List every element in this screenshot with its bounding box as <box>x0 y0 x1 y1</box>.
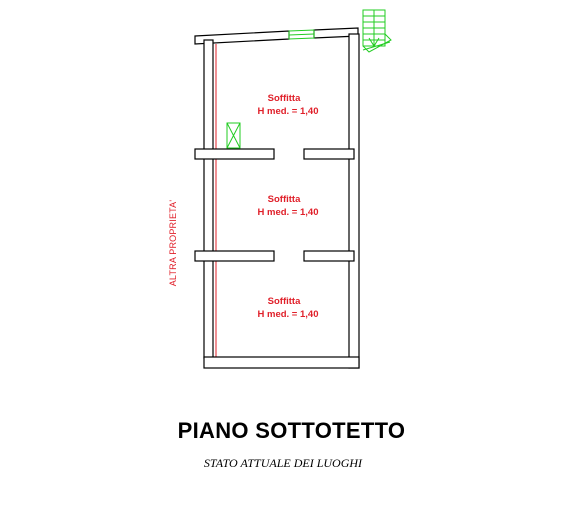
room-2-name: Soffitta <box>268 194 301 205</box>
room-2-label: Soffitta H med. = 1,40 <box>258 194 319 218</box>
page-title: PIANO SOTTOTETTO <box>177 418 406 443</box>
stair-icon <box>362 9 392 53</box>
room-1-height: H med. = 1,40 <box>258 106 319 117</box>
page-subtitle: STATO ATTUALE DEI LUOGHI <box>203 456 363 470</box>
room-1-label: Soffitta H med. = 1,40 <box>258 93 319 117</box>
room-3-height: H med. = 1,40 <box>258 309 319 320</box>
hatch-icon <box>226 122 241 149</box>
partition-walls <box>194 148 355 262</box>
exterior-walls <box>194 27 360 369</box>
roof-window <box>288 29 315 40</box>
floor-plan: Soffitta H med. = 1,40 Soffitta H med. =… <box>168 9 392 369</box>
room-3-label: Soffitta H med. = 1,40 <box>258 296 319 320</box>
room-3-name: Soffitta <box>268 296 301 307</box>
room-2-height: H med. = 1,40 <box>258 207 319 218</box>
adjacent-property-label: ALTRA PROPRIETA' <box>168 200 178 287</box>
room-1-name: Soffitta <box>268 93 301 104</box>
